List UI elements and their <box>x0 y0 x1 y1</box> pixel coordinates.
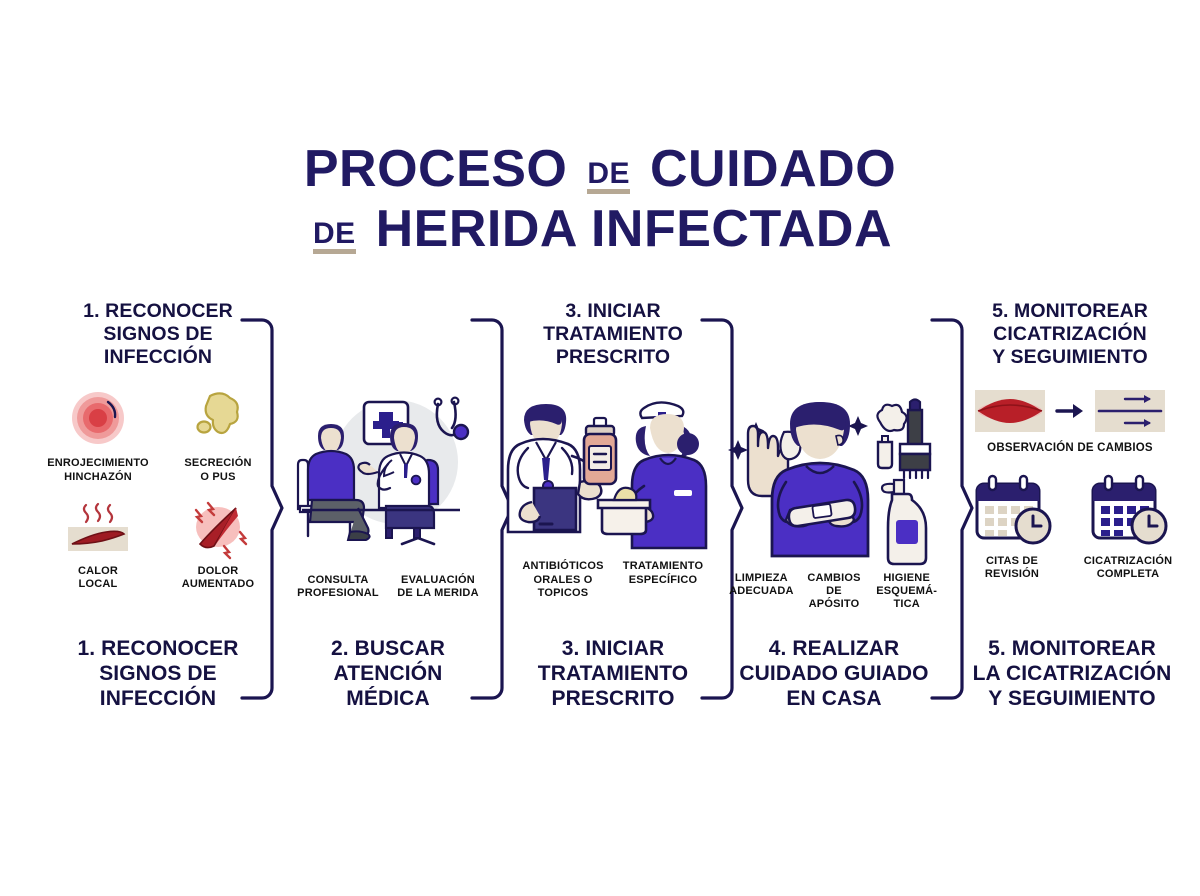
step-5-column: 5. MONITOREAR CICATRIZACIÓN Y SEGUIMIENT… <box>958 300 1182 582</box>
step-2-column: CONSULTA PROFESIONAL EVALUACIÓN DE LA ME… <box>288 300 488 600</box>
calendar-item: CICATRIZACIÓN COMPLETA <box>1081 474 1175 581</box>
caption-cicatrizacion-completa: CICATRIZACIÓN COMPLETA <box>1083 555 1173 581</box>
step-3-column: 3. INICIAR TRATAMIENTO PRESCRITO <box>506 300 720 600</box>
sign-item: ENROJECIMIENTO HINCHAZÓN <box>40 386 156 483</box>
caption-observacion-cambios: OBSERVACIÓN DE CAMBIOS <box>987 442 1153 455</box>
step-4-footer: 4. REALIZAR CUIDADO GUIADO EN CASA <box>739 637 929 711</box>
calendar-row: CITAS DE REVISIÓN <box>958 474 1182 581</box>
sign-caption: CALOR LOCAL <box>77 564 119 590</box>
calendar-clock-icon <box>971 474 1053 546</box>
calendar-filled-clock-icon <box>1087 474 1169 546</box>
caption-limpieza-adecuada: LIMPIEZA ADECUADA <box>729 572 794 598</box>
calendar-item: CITAS DE REVISIÓN <box>965 474 1059 581</box>
step-1-footer: 1. RECONOCER SIGNOS DE INFECCIÓN <box>77 637 239 711</box>
infection-signs-grid: ENROJECIMIENTO HINCHAZÓN SECRECIÓN O PUS <box>40 386 276 591</box>
title-word-cuidado: CUIDADO <box>649 140 897 198</box>
connector-bracket-4 <box>930 318 974 700</box>
caption-citas-revision: CITAS DE REVISIÓN <box>984 555 1040 581</box>
title-line-2: DE HERIDA INFECTADA <box>0 200 1200 258</box>
step-2-captions: CONSULTA PROFESIONAL EVALUACIÓN DE LA ME… <box>288 574 488 600</box>
step-3-heading: 3. INICIAR TRATAMIENTO PRESCRITO <box>543 300 683 368</box>
open-wound-icon <box>975 390 1045 433</box>
title-de-2: DE <box>308 217 361 254</box>
doctor-nurse-medication-illustration: ANTIBIÓTICOS ORALES O TOPICOS TRATAMIENT… <box>506 382 720 600</box>
sign-item: DOLOR AUMENTADO <box>160 494 276 591</box>
title-line-1: PROCESO DE CUIDADO <box>0 140 1200 198</box>
sign-item: SECRECIÓN O PUS <box>160 386 276 483</box>
step-1-heading: 1. RECONOCER SIGNOS DE INFECCIÓN <box>83 300 233 368</box>
page-title: PROCESO DE CUIDADO DE HERIDA INFECTADA <box>0 140 1200 258</box>
connector-bracket-3 <box>700 318 744 700</box>
sign-caption: DOLOR AUMENTADO <box>181 564 255 590</box>
step-5-footer: 5. MONITOREAR LA CICATRIZACIÓN Y SEGUIMI… <box>972 637 1172 711</box>
sign-item: CALOR LOCAL <box>40 494 156 591</box>
step-2-footer: 2. BUSCAR ATENCIÓN MÉDICA <box>330 637 446 711</box>
sign-caption: SECRECIÓN O PUS <box>184 457 252 483</box>
sign-caption: ENROJECIMIENTO HINCHAZÓN <box>47 457 149 483</box>
step-5-heading: 5. MONITOREAR CICATRIZACIÓN Y SEGUIMIENT… <box>992 300 1148 368</box>
local-heat-icon <box>58 494 138 560</box>
redness-swelling-icon <box>64 386 132 452</box>
caption-higiene-esquematica: HIGIENE ESQUEMÁ- TICA <box>876 572 938 611</box>
step-3-captions: ANTIBIÓTICOS ORALES O TOPICOS TRATAMIENT… <box>506 560 720 600</box>
doctor-consultation-illustration: CONSULTA PROFESIONAL EVALUACIÓN DE LA ME… <box>288 388 488 600</box>
step-1-column: 1. RECONOCER SIGNOS DE INFECCIÓN ENROJ <box>40 300 276 591</box>
caption-antibioticos: ANTIBIÓTICOS ORALES O TOPICOS <box>522 560 604 599</box>
arrow-right-icon <box>1055 400 1085 422</box>
step-4-captions: LIMPIEZA ADECUADA CAMBIOS DE APÓSITO HIG… <box>728 572 940 612</box>
pus-discharge-icon <box>184 386 252 452</box>
healing-progress-row <box>958 390 1182 433</box>
increased-pain-icon <box>176 494 260 560</box>
title-word-herida-infectada: HERIDA INFECTADA <box>375 200 893 259</box>
caption-consulta-profesional: CONSULTA PROFESIONAL <box>297 574 379 600</box>
step-4-column: LIMPIEZA ADECUADA CAMBIOS DE APÓSITO HIG… <box>728 300 940 612</box>
home-wound-care-illustration: LIMPIEZA ADECUADA CAMBIOS DE APÓSITO HIG… <box>728 388 940 612</box>
healed-wound-icon <box>1095 390 1165 433</box>
step-3-footer: 3. INICIAR TRATAMIENTO PRESCRITO <box>537 637 689 711</box>
title-word-proceso: PROCESO <box>303 140 568 198</box>
connector-bracket-1 <box>240 318 284 700</box>
caption-evaluacion-herida: EVALUACIÓN DE LA MERIDA <box>397 574 479 600</box>
caption-cambios-aposito: CAMBIOS DE APÓSITO <box>807 572 861 611</box>
caption-tratamiento-especifico: TRATAMIENTO ESPECÍFICO <box>622 560 704 586</box>
title-de-1: DE <box>582 157 635 194</box>
